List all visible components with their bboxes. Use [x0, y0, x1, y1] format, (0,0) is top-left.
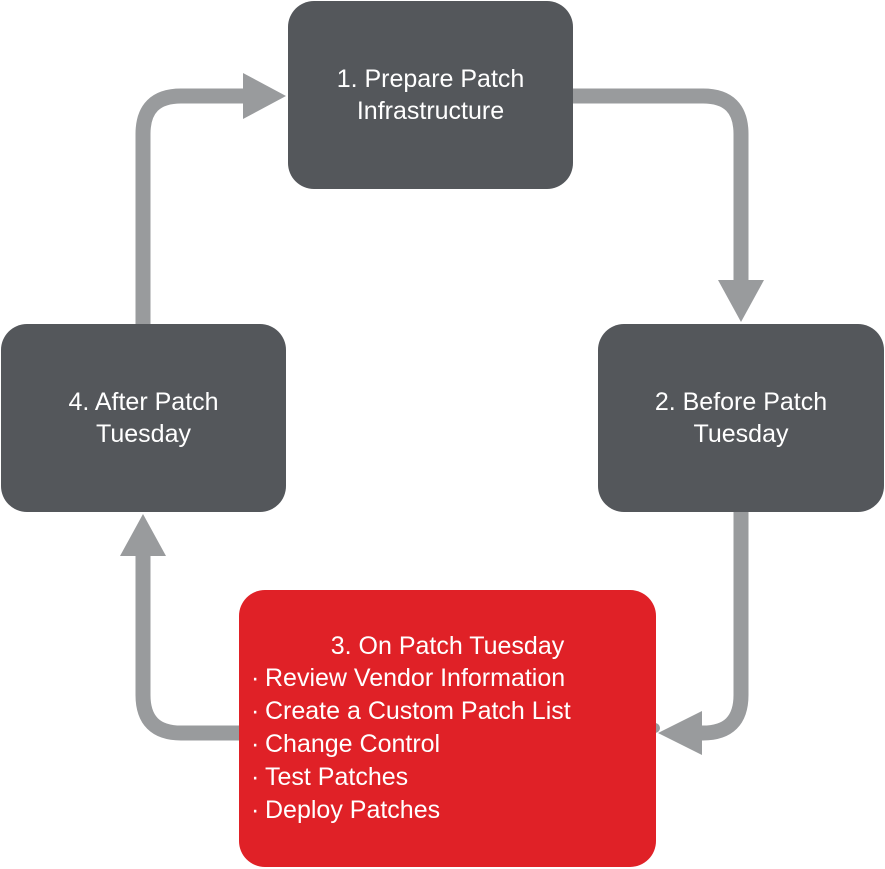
list-item: ·Create a Custom Patch List	[251, 695, 571, 728]
task-label: Create a Custom Patch List	[265, 697, 571, 725]
step-4-box: 4. After Patch Tuesday	[1, 324, 286, 512]
arrowhead-right	[243, 73, 286, 119]
arrowhead-up	[120, 514, 166, 556]
bullet-icon: ·	[251, 730, 260, 758]
step-4-line1: 4. After Patch	[68, 388, 219, 416]
connector-1-to-2	[573, 88, 749, 284]
list-item: ·Test Patches	[251, 761, 571, 794]
step-2-box: 2. Before Patch Tuesday	[598, 324, 884, 512]
arrowhead-left	[658, 711, 702, 755]
step-3-title: 3. On Patch Tuesday	[330, 632, 565, 660]
step-1-line1: 1. Prepare Patch	[336, 65, 525, 93]
task-label: Change Control	[265, 730, 441, 758]
bullet-icon: ·	[251, 664, 260, 692]
bullet-icon: ·	[251, 763, 260, 791]
connector-4-to-1	[135, 88, 246, 324]
task-label: Deploy Patches	[265, 796, 441, 824]
step-4-line2: Tuesday	[96, 420, 191, 448]
step-1-box: 1. Prepare Patch Infrastructure	[288, 1, 573, 189]
connector-3-to-4	[135, 552, 239, 741]
step-2-line1: 2. Before Patch	[654, 388, 828, 416]
bullet-icon: ·	[251, 697, 260, 725]
task-label: Review Vendor Information	[265, 664, 566, 692]
bullet-icon: ·	[251, 796, 260, 824]
connector-2-to-3	[695, 512, 749, 741]
list-item: ·Deploy Patches	[251, 794, 571, 827]
arrowhead-down	[718, 280, 764, 322]
list-item: ·Review Vendor Information	[251, 662, 571, 695]
step-3-task-list: ·Review Vendor Information ·Create a Cus…	[239, 662, 571, 827]
step-3-box: 3. On Patch Tuesday ·Review Vendor Infor…	[239, 590, 656, 867]
step-2-line2: Tuesday	[693, 420, 789, 448]
list-item: ·Change Control	[251, 728, 571, 761]
step-1-line2: Infrastructure	[356, 97, 505, 125]
task-label: Test Patches	[265, 763, 409, 791]
